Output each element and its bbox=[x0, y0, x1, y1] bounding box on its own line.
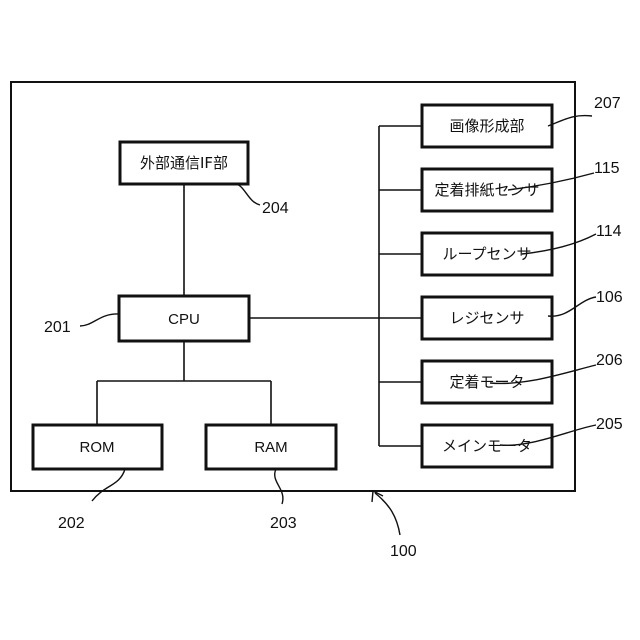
loop-sensor-label: ループセンサ bbox=[442, 245, 531, 263]
ref-100: 100 bbox=[390, 543, 417, 560]
ref-203: 203 bbox=[270, 515, 297, 532]
ref-114: 114 bbox=[596, 223, 622, 240]
leader-202 bbox=[92, 469, 125, 501]
block-external-if: 外部通信IF部 bbox=[120, 142, 248, 184]
ref-106: 106 bbox=[596, 289, 623, 306]
ref-206: 206 bbox=[596, 352, 623, 369]
leader-100 bbox=[375, 493, 400, 535]
rom-label: ROM bbox=[80, 439, 115, 456]
ref-204: 204 bbox=[262, 200, 289, 217]
leader-204 bbox=[236, 184, 260, 205]
ram-label: RAM bbox=[254, 439, 287, 456]
ref-115: 115 bbox=[594, 160, 620, 177]
registration-sensor-label: レジセンサ bbox=[449, 309, 524, 327]
ref-207: 207 bbox=[594, 95, 621, 112]
ref-201: 201 bbox=[44, 319, 71, 336]
block-ram: RAM bbox=[206, 425, 336, 469]
block-image-forming: 画像形成部 bbox=[422, 105, 552, 147]
block-rom: ROM bbox=[33, 425, 162, 469]
leader-100-arrowhead bbox=[372, 491, 383, 502]
leader-106 bbox=[548, 297, 596, 316]
main-motor-label: メインモータ bbox=[442, 437, 532, 455]
block-main-motor: メインモータ bbox=[422, 425, 552, 467]
fixing-motor-label: 定着モータ bbox=[449, 373, 524, 391]
block-fixing-discharge-sensor: 定着排紙センサ bbox=[422, 169, 552, 211]
leader-207 bbox=[548, 116, 592, 126]
block-registration-sensor: レジセンサ bbox=[422, 297, 552, 339]
block-loop-sensor: ループセンサ bbox=[422, 233, 552, 275]
fixing-discharge-sensor-label: 定着排紙センサ bbox=[434, 181, 539, 199]
leader-201 bbox=[80, 314, 119, 326]
ref-205: 205 bbox=[596, 416, 623, 433]
external-if-label: 外部通信IF部 bbox=[140, 154, 228, 172]
block-fixing-motor: 定着モータ bbox=[422, 361, 552, 403]
image-forming-label: 画像形成部 bbox=[449, 117, 524, 135]
leader-203 bbox=[275, 469, 283, 504]
ref-202: 202 bbox=[58, 515, 85, 532]
cpu-label: CPU bbox=[168, 311, 200, 328]
block-cpu: CPU bbox=[119, 296, 249, 341]
